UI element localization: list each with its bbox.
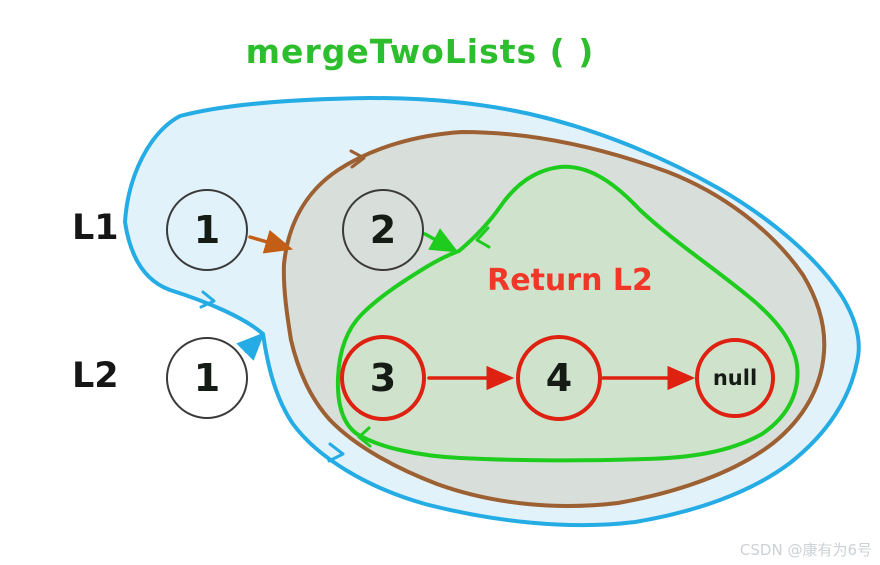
node-l1-2: 2 bbox=[342, 189, 424, 271]
watermark: CSDN @康有为6号 bbox=[739, 541, 872, 559]
page-title: mergeTwoLists ( ) bbox=[245, 32, 595, 71]
node-l1-2-value: 2 bbox=[369, 208, 397, 252]
node-l2-null-value: null bbox=[712, 366, 758, 390]
arrow-l1-node2-next-icon bbox=[423, 228, 459, 253]
node-l2-3: 3 bbox=[340, 335, 426, 421]
node-l2-3-value: 3 bbox=[369, 356, 397, 400]
node-l2-null: null bbox=[695, 338, 775, 418]
return-annotation: Return L2 bbox=[487, 263, 653, 298]
list-label-l2: L2 bbox=[72, 356, 119, 396]
node-l2-4: 4 bbox=[516, 335, 602, 421]
node-l2-4-value: 4 bbox=[545, 356, 573, 400]
arrow-l1-node1-next-icon bbox=[248, 229, 294, 254]
node-l1-1: 1 bbox=[166, 189, 248, 271]
list-label-l1: L1 bbox=[72, 208, 119, 248]
blue-outline-tick-bottom-icon bbox=[327, 442, 345, 463]
green-outline-tick-top-icon bbox=[475, 226, 491, 249]
blue-outline-tick-left-icon bbox=[199, 290, 216, 309]
brown-outline-tick-icon bbox=[349, 149, 366, 169]
node-l2-1: 1 bbox=[166, 337, 248, 419]
node-l2-1-value: 1 bbox=[193, 356, 221, 400]
arrow-l2-node1-next-icon bbox=[236, 332, 265, 361]
node-l1-1-value: 1 bbox=[193, 208, 221, 252]
green-outline-tick-bottom-icon bbox=[357, 426, 372, 448]
